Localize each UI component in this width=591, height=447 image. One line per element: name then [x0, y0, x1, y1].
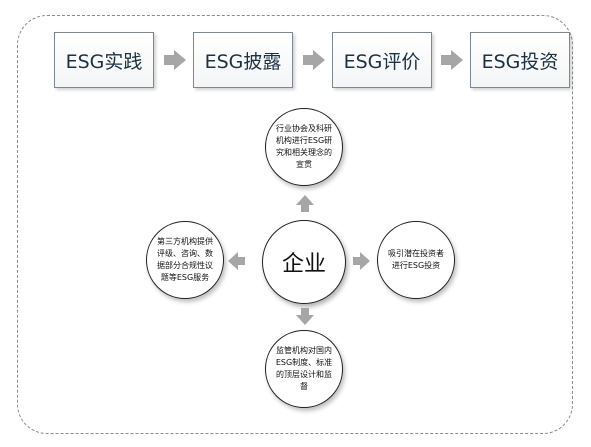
stage-esg-practice: ESG实践 — [54, 32, 154, 88]
stage-esg-investment: ESG投资 — [470, 32, 570, 88]
node-industry-research: 行业协会及科研机构进行ESG研究和相关理念的宣贯 — [265, 108, 343, 186]
center-enterprise: 企业 — [262, 220, 346, 304]
node-regulators: 监管机构对国内ESG制度、标准的顶层设计和监督 — [265, 330, 343, 408]
node-investors: 吸引潜在投资者进行ESG投资 — [377, 221, 455, 299]
stage-esg-evaluation: ESG评价 — [332, 32, 432, 88]
node-third-party-services: 第三方机构提供评级、咨询、数据部分合规性议题等ESG服务 — [146, 221, 224, 299]
stage-esg-disclosure: ESG披露 — [193, 32, 293, 88]
dashed-frame — [17, 15, 573, 434]
